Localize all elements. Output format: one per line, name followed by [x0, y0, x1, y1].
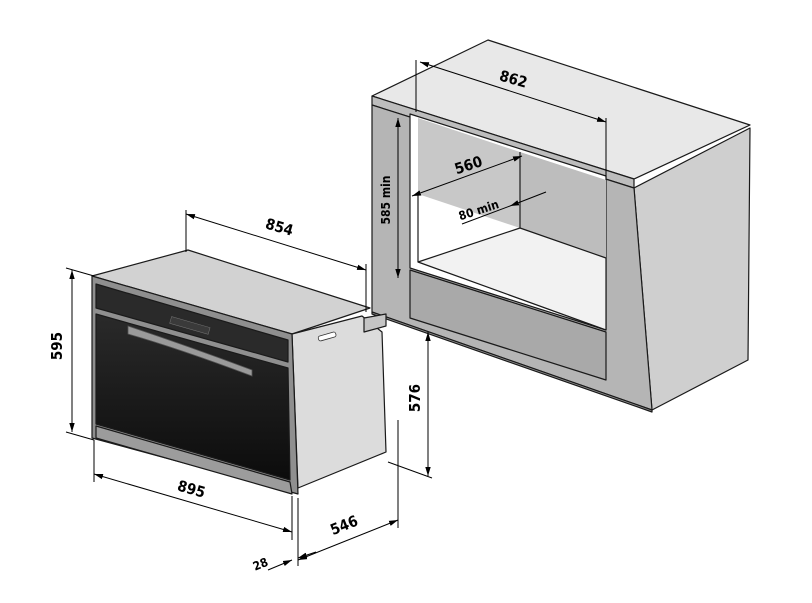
- label-depth: 546: [328, 512, 361, 539]
- label-cutout-height: 585 min: [379, 176, 393, 225]
- oven-right-side: [291, 315, 387, 489]
- label-front-thickness: 28: [251, 555, 270, 574]
- label-mount-height: 576: [406, 384, 424, 412]
- cabinet-base: [371, 311, 653, 413]
- label-oven-height: 595: [48, 332, 66, 360]
- cutout-floor: [417, 227, 607, 331]
- oven-door-handle: [127, 325, 253, 377]
- label-oven-width: 854: [263, 215, 295, 240]
- oven-display: [169, 316, 211, 335]
- label-front-width: 895: [175, 477, 207, 502]
- cabinet-plinth: [409, 269, 607, 381]
- oven: [91, 249, 387, 495]
- dimension-lines: [65, 60, 607, 571]
- cabinet: [371, 39, 751, 413]
- cutout-rear-right: [520, 152, 606, 258]
- oven-side-bracket: [363, 313, 387, 333]
- oven-side-vent: [317, 331, 337, 342]
